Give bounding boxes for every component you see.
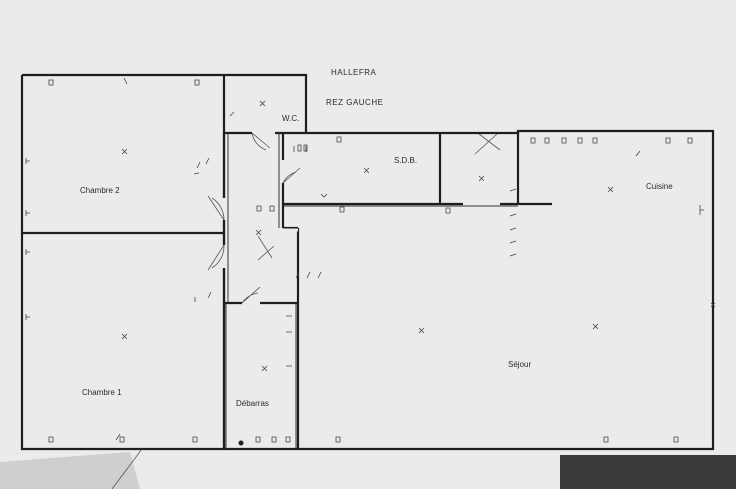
room-label-chambre2: Chambre 2: [80, 186, 120, 195]
room-label-cuisine: Cuisine: [646, 182, 673, 191]
dark-corner-left: [0, 452, 140, 489]
light-point-icon: [121, 100, 716, 372]
switch-icon: [115, 111, 641, 441]
room-label-wc: W.C.: [282, 114, 299, 123]
plan-title: HALLEFRA: [331, 68, 377, 77]
meter-dot: [238, 440, 244, 446]
room-label-chambre1: Chambre 1: [82, 388, 122, 397]
socket-icon: [25, 77, 704, 443]
room-label-debarras: Débarras: [236, 399, 269, 408]
plan-subtitle: REZ GAUCHE: [326, 98, 383, 107]
room-label-sejour: Séjour: [508, 360, 531, 369]
dark-corner: [560, 455, 736, 489]
stray-line: [111, 448, 143, 489]
partition-lines: [225, 133, 518, 449]
door-swing-icon: [207, 132, 501, 304]
room-label-sdb: S.D.B.: [394, 156, 417, 165]
circuit-tags: [238, 144, 308, 446]
